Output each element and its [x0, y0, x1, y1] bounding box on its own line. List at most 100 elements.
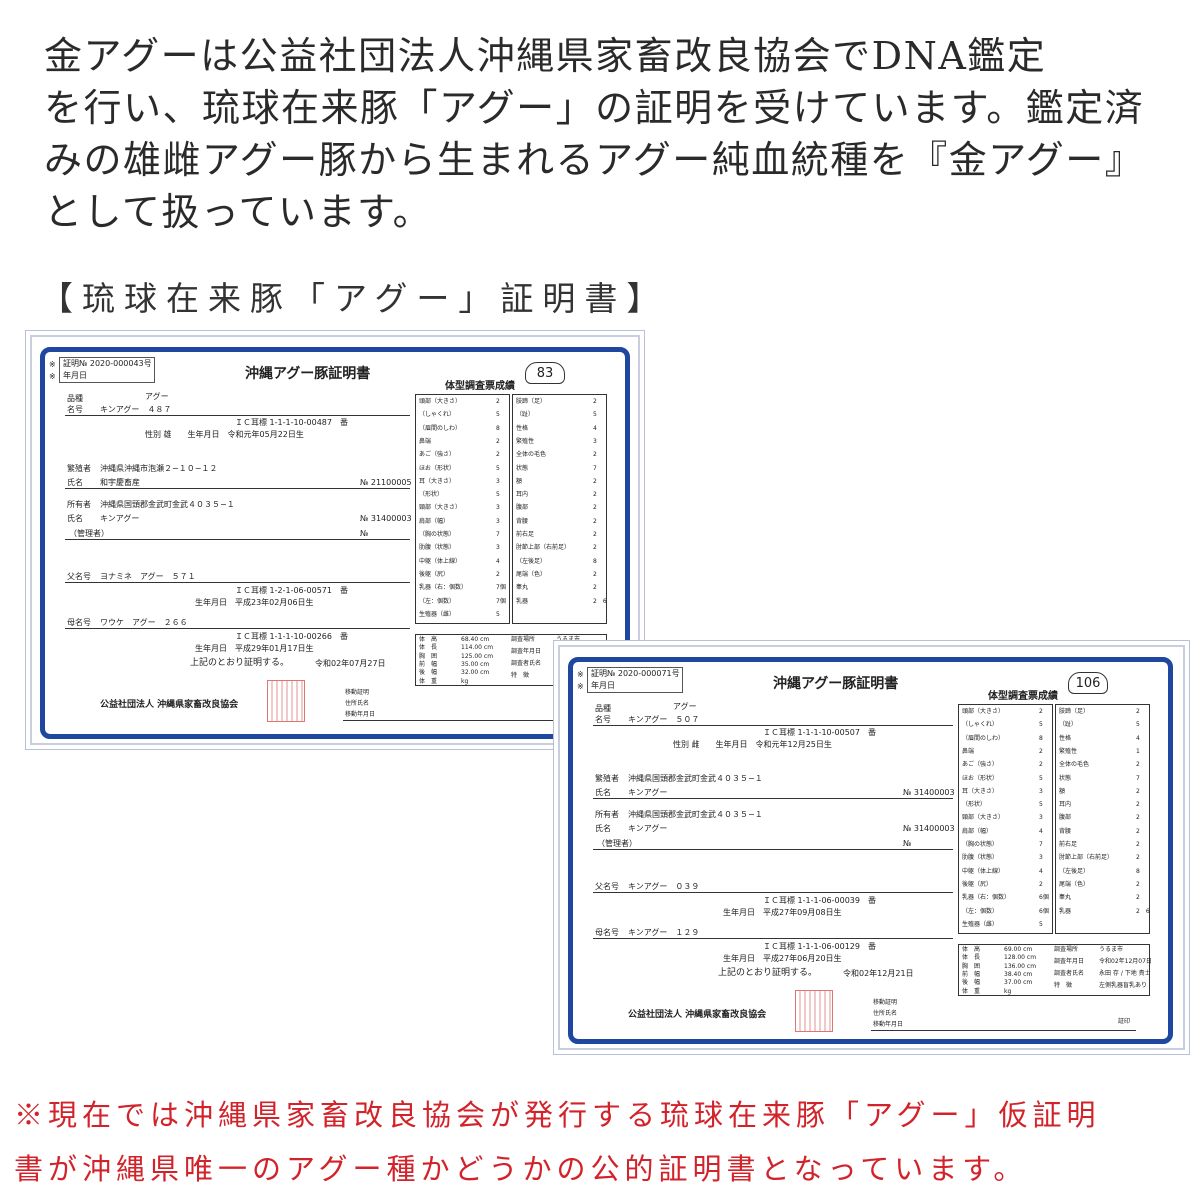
survey-info: 調査者氏名	[511, 660, 542, 667]
certificate-title: 沖縄アグー豚証明書	[773, 676, 899, 692]
survey-item: 乳器（右：個数）	[419, 584, 468, 592]
cert-number: 証明№ 2020-000071号	[591, 669, 680, 678]
intro-line: を行い、琉球在来豚「アグー」の証明を受けています。鑑定済	[44, 86, 1145, 130]
owner-label: 所有者	[595, 810, 619, 819]
survey-item: 7	[1136, 774, 1140, 782]
measurement: 136.00 cm	[1004, 962, 1037, 970]
survey-item: 3	[496, 544, 500, 552]
name-label: 名号	[595, 715, 611, 724]
owner-no: № 31400003	[903, 824, 955, 833]
survey-item: 全体の毛色	[1059, 761, 1090, 769]
measurement: 体 重	[962, 987, 981, 995]
survey-item: 尾端（色）	[516, 570, 547, 578]
intro-line: みの雄雌アグー豚から生まれるアグー純血統種を『金アグー』	[44, 138, 1145, 182]
survey-item: 4	[1039, 827, 1043, 835]
rule-line	[65, 539, 410, 540]
survey-item: 性格	[1059, 734, 1072, 742]
survey-item: 2	[1136, 880, 1140, 888]
intro-line: として扱っています。	[44, 190, 433, 234]
cert-number-box	[59, 357, 155, 383]
survey-item: 額	[1059, 787, 1066, 795]
footnote: ※現在では沖縄県家畜改良協会が発行する琉球在来豚「アグー」仮証明 書が沖縄県唯一…	[14, 1088, 1101, 1196]
survey-item: 3	[1039, 854, 1043, 862]
rule-line	[65, 582, 410, 583]
seal-stamp	[267, 680, 305, 722]
survey-item: 8	[496, 424, 500, 432]
asterisk: ※	[577, 670, 584, 679]
breeder-name: キンアグー	[628, 788, 668, 797]
certify-text: 上記のとおり証明する。	[190, 658, 290, 668]
survey-item: 4	[593, 424, 597, 432]
survey-item: 8	[1136, 867, 1140, 875]
survey-info: 調査場所	[511, 636, 536, 643]
survey-item: （胸の状態）	[419, 531, 456, 538]
sire-birth: 生年月日 平成27年09月08日生	[723, 908, 842, 917]
survey-item: 2	[1136, 801, 1140, 809]
survey-item: 8	[1039, 734, 1043, 742]
breed-label: 品種	[67, 394, 83, 403]
measurement: 38.40 cm	[1004, 970, 1033, 978]
breeder-name: 和宇慶畜産	[100, 478, 140, 487]
rule-line	[593, 892, 953, 893]
survey-item: 肋腹（状態）	[419, 544, 456, 552]
survey-item: 頭部（大きさ）	[962, 708, 1005, 715]
survey-item: 3	[593, 437, 597, 445]
manager-label: （管理者）	[69, 529, 109, 538]
survey-item: （形状）	[962, 801, 987, 809]
measurement: 体 高	[962, 946, 981, 953]
survey-info: 調査者氏名	[1054, 970, 1085, 977]
owner-name: キンアグー	[628, 824, 668, 833]
survey-item: 繁殖性	[516, 437, 535, 445]
breeder-name-label: 氏名	[595, 788, 611, 797]
rule-line	[65, 415, 410, 416]
survey-item: 5	[1039, 721, 1043, 729]
intro-line: 金アグーは公益社団法人沖縄県家畜改良協会でDNA鑑定	[44, 34, 1047, 78]
survey-item: 耳内	[1059, 801, 1072, 809]
survey-item: 2	[593, 544, 597, 552]
certificate-image-1: ※※証明№ 2020-000043号年月日沖縄アグー豚証明書品種アグー名号キンア…	[30, 335, 640, 745]
survey-item: 3	[1039, 814, 1043, 822]
survey-item: あご（強さ）	[962, 761, 999, 769]
survey-item: （しゃくれ）	[962, 721, 999, 729]
sire-birth: 生年月日 平成23年02月06日生	[195, 598, 314, 607]
survey-info: 永田 存 / 下地 貴士	[1099, 970, 1151, 977]
dam-name: キンアグー １２９	[628, 928, 700, 937]
ic-tag: ＩＣ耳標 1-1-1-10-00507 番	[763, 728, 876, 737]
survey-item: （左後足）	[1059, 867, 1090, 875]
survey-item: 2	[1136, 787, 1140, 795]
survey-item: 耳（大きさ）	[962, 787, 999, 795]
survey-item: 4	[496, 557, 500, 565]
ear-id-number: 83	[525, 362, 565, 384]
breeder-address: 沖縄県国頭郡金武町金武４０３５−１	[628, 774, 763, 783]
survey-item: 肩部（幅）	[962, 827, 993, 835]
cert-number-box	[587, 667, 683, 693]
issuer-org: 公益社団法人 沖縄県家畜改良協会	[100, 700, 239, 710]
intro-paragraph: 金アグーは公益社団法人沖縄県家畜改良協会でDNA鑑定 を行い、琉球在来豚「アグー…	[44, 30, 1174, 238]
survey-item: 2	[593, 584, 597, 592]
survey-item: 2 6	[593, 597, 607, 605]
survey-item: ほお（形状）	[962, 774, 999, 782]
survey-item: 2	[1136, 894, 1140, 902]
asterisk: ※	[49, 360, 56, 369]
survey-item: 肘節上部（右前足）	[1059, 854, 1114, 862]
issuer-org: 公益社団法人 沖縄県家畜改良協会	[628, 1010, 767, 1020]
owner-name-label: 氏名	[67, 514, 83, 523]
survey-item: 3	[496, 517, 500, 525]
survey-item: 状態	[1059, 774, 1072, 782]
owner-no: № 31400003	[360, 514, 412, 523]
footnote-line: ※現在では沖縄県家畜改良協会が発行する琉球在来豚「アグー」仮証明	[14, 1098, 1101, 1132]
survey-item: （左後足）	[516, 557, 547, 565]
asterisk: ※	[577, 682, 584, 691]
survey-item: （眉間のしわ）	[419, 424, 462, 432]
survey-item: 2	[593, 477, 597, 485]
survey-item: 2	[1136, 854, 1140, 862]
survey-item: 状態	[516, 464, 529, 472]
dam-birth: 生年月日 平成29年01月17日生	[195, 644, 314, 653]
breeder-no: № 21100005	[360, 478, 412, 487]
survey-item: 5	[1039, 920, 1043, 928]
survey-item: 3	[496, 504, 500, 512]
survey-item: 全体の毛色	[516, 451, 547, 459]
survey-item: 腹部	[1059, 814, 1072, 822]
